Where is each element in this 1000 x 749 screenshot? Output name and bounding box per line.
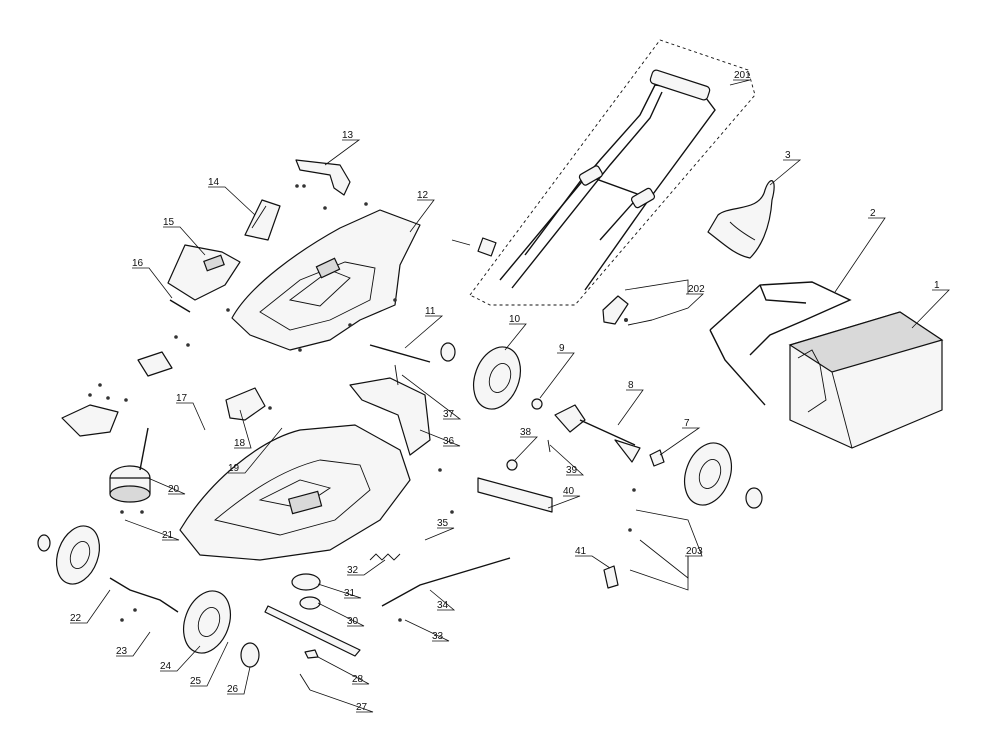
callout-3: 3: [785, 150, 791, 161]
callout-25: 25: [190, 676, 202, 687]
callout-41: 41: [575, 546, 587, 557]
part-20-motor: [109, 427, 151, 503]
part-37-spring: [394, 364, 399, 386]
blade: [264, 605, 361, 657]
part-41-clip: [603, 565, 619, 589]
callout-16: 16: [132, 258, 144, 269]
mower-deck: [179, 424, 411, 561]
callout-19: 19: [228, 463, 240, 474]
part-32-spring: [369, 553, 401, 561]
callout-10: 10: [509, 314, 521, 325]
callout-34: 34: [437, 600, 449, 611]
callout-2: 2: [870, 208, 876, 219]
callout-202: 202: [688, 284, 705, 295]
callout-26: 26: [227, 684, 239, 695]
callout-28: 28: [352, 674, 364, 685]
callout-20: 20: [168, 484, 180, 495]
part-12-upper-cover: [231, 209, 421, 351]
callout-14: 14: [208, 177, 220, 188]
callout-24: 24: [160, 661, 172, 672]
part-18-bracket: [225, 387, 266, 421]
part-26-wheel-cap: [240, 642, 260, 668]
part-22-axle: [109, 577, 179, 613]
callout-27: 27: [356, 702, 368, 713]
callout-21: 21: [162, 530, 174, 541]
part-2-bag-frame: [709, 281, 852, 406]
part-14-switch-box: [244, 199, 281, 241]
part-34-rod: [381, 557, 511, 607]
part-27-washer: [299, 673, 311, 691]
callout-30: 30: [347, 616, 359, 627]
callout-201: 201: [734, 70, 751, 81]
part-8-link: [554, 404, 641, 463]
callout-31: 31: [344, 588, 356, 599]
callout-37: 37: [443, 409, 455, 420]
part-3-rear-flap: [707, 180, 775, 259]
part-11-rod: [369, 344, 431, 363]
callout-17: 17: [176, 393, 188, 404]
callout-33: 33: [432, 631, 444, 642]
part-13-carry-handle: [295, 159, 351, 196]
part-1-grass-bag: [788, 311, 944, 449]
callout-13: 13: [342, 130, 354, 141]
callout-32: 32: [347, 565, 359, 576]
callout-38: 38: [520, 427, 532, 438]
screws: [88, 184, 636, 622]
callout-23: 23: [116, 646, 128, 657]
callout-8: 8: [628, 380, 634, 391]
callout-11: 11: [425, 306, 436, 317]
callout-12: 12: [417, 190, 429, 201]
callout-9: 9: [559, 343, 565, 354]
part-36-rear-flap-cover: [349, 377, 431, 456]
part-30-blade-adapter: [299, 596, 321, 610]
callout-1: 1: [934, 280, 940, 291]
callout-7: 7: [684, 418, 690, 429]
part-28-bolt: [304, 649, 319, 659]
part-202-handle-lock: [602, 295, 653, 326]
callout-203: 203: [686, 546, 703, 557]
wheel-22-front: [37, 525, 101, 585]
callout-40: 40: [563, 486, 575, 497]
callout-18: 18: [234, 438, 246, 449]
part-31-fan: [291, 573, 321, 591]
leader-lines: [70, 79, 950, 713]
part-16-pin: [169, 299, 191, 313]
callout-15: 15: [163, 217, 175, 228]
part-15-battery-cover: [167, 244, 241, 301]
callout-22: 22: [70, 613, 82, 624]
callout-35: 35: [437, 518, 449, 529]
wheel-10: [440, 342, 521, 410]
part-40-plate: [477, 477, 553, 513]
callout-39: 39: [566, 465, 578, 476]
callout-labels: 1 2 3 201 202 8 7 9 10 11 12 13 14 15 16…: [70, 70, 940, 713]
wheel-7-side: [684, 442, 763, 509]
wheel-24: [183, 590, 231, 654]
hinge-plate: [61, 351, 173, 437]
small-parts: [451, 237, 665, 471]
part-201-handle-assembly: [469, 39, 756, 306]
callout-36: 36: [443, 436, 455, 447]
